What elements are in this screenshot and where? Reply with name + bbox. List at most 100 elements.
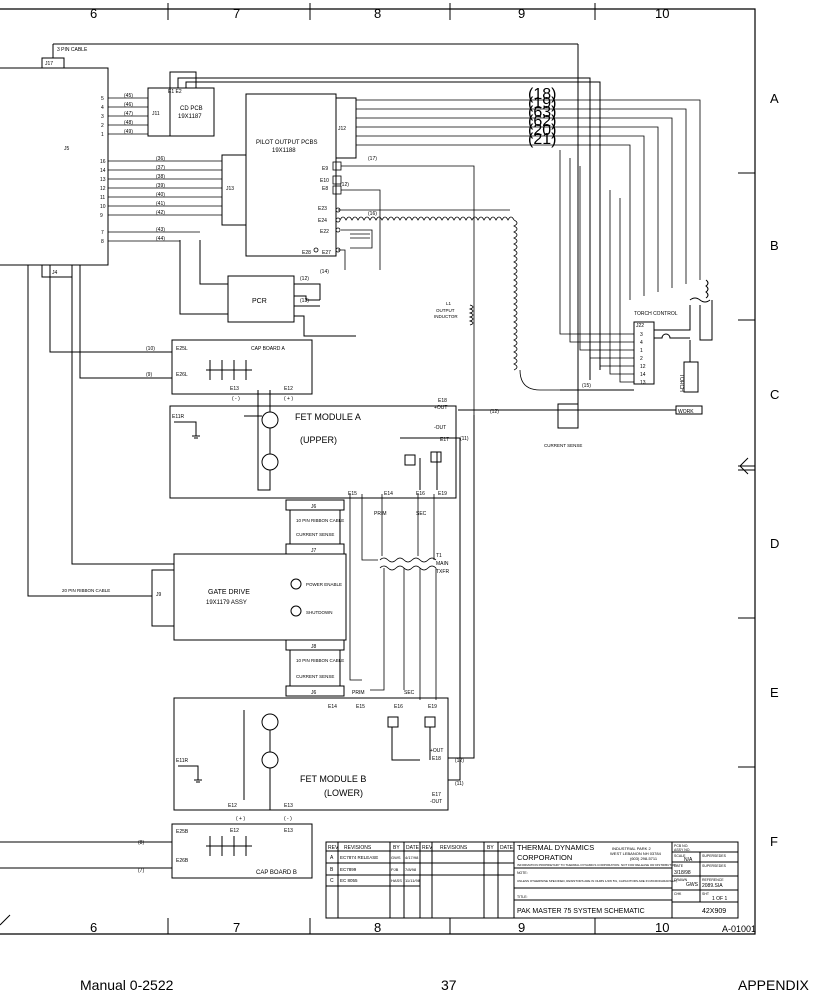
wire-15: (15)	[582, 383, 591, 389]
j22-pin-3: 3	[640, 332, 643, 338]
label-torch-control: TORCH CONTROL	[634, 311, 678, 317]
label-cap-board-b: CAP BOARD B	[256, 870, 297, 876]
label-e26b: E26B	[176, 858, 189, 864]
tb-col-by-2: BY	[487, 845, 494, 851]
wire-j12-j22	[356, 108, 687, 284]
wire-label-j12: (63)	[528, 104, 556, 121]
col-label-6-bottom: 6	[90, 920, 97, 935]
wire-label-j5-bottom: (43)	[156, 227, 165, 233]
tb-notice: INFORMATION PROPRIETARY TO THERMAL DYNAM…	[517, 863, 677, 867]
j5-pin-14: 14	[100, 168, 106, 174]
tb-dwg-no: 42X909	[702, 908, 726, 915]
label-work: WORK	[678, 409, 694, 415]
row-label-c: C	[770, 387, 779, 402]
fet-module-b	[173, 415, 475, 811]
wire-to-j22	[619, 198, 634, 383]
label-l1-desc2: INDUCTOR	[434, 314, 458, 319]
row-label-e: E	[770, 685, 779, 700]
tb-rev-b-by: PJB	[391, 867, 399, 872]
label-e12-b: E12	[228, 803, 237, 809]
tb-col-revisions-2: REVISIONS	[440, 845, 468, 851]
tb-date: 3/18/98	[674, 870, 691, 876]
label-e12-capb: E12	[230, 828, 239, 834]
label-j9: J9	[156, 592, 162, 598]
wire-label-j13: (41)	[156, 201, 165, 207]
label-out-pos-b: +OUT	[430, 748, 443, 754]
label-e16-a: E16	[416, 491, 425, 497]
tb-rev-a-by: GWS	[391, 855, 401, 860]
wire-label-j11: (49)	[124, 129, 133, 135]
wire-11-fetb: (11)	[455, 781, 464, 787]
row-label-d: D	[770, 536, 779, 551]
wire-to-j22	[589, 174, 634, 359]
label-cd-pcb-part: 19X1187	[178, 114, 202, 120]
col-label-9-bottom: 9	[518, 920, 525, 935]
label-e17-a: E17	[440, 437, 449, 443]
label-e14-b: E14	[328, 704, 337, 710]
label-minus-a: ( - )	[232, 396, 240, 402]
gate-drive-board	[27, 265, 347, 641]
wire-j12-j22	[356, 135, 645, 296]
label-e1-e2: E1 E2	[168, 89, 182, 95]
wire-12-pcr: (12)	[300, 276, 309, 282]
wire-label-j12: (62)	[528, 113, 556, 130]
label-e13-a: E13	[230, 386, 239, 392]
j5-pin-12: 12	[100, 186, 106, 192]
j22-pin-4: 4	[640, 340, 643, 346]
footer-page-number: 37	[441, 977, 457, 993]
t1-main-transformer	[349, 494, 437, 700]
tb-address1: INDUSTRIAL PARK 2	[612, 846, 651, 851]
label-e13-capb: E13	[284, 828, 293, 834]
drawing-code: A-01001	[722, 924, 756, 934]
ribbon-j8-j6	[285, 639, 345, 697]
wire-to-j22	[599, 182, 634, 367]
label-j12: J12	[338, 126, 346, 132]
tb-rev-c-by: HASS	[391, 878, 402, 883]
wire-label-j11: (45)	[124, 93, 133, 99]
j5-pin-3: 3	[101, 114, 104, 120]
label-t1-txfr: TXFR	[436, 569, 449, 575]
tb-note-label: NOTE:	[517, 871, 528, 875]
j22-pin-1: 1	[640, 348, 643, 354]
label-j6-bottom: J6	[311, 690, 317, 696]
wire-label-j11: (46)	[124, 102, 133, 108]
label-plus-b: ( + )	[236, 816, 245, 822]
tb-supersedes-label: SUPERSEDES	[702, 854, 727, 858]
title-block	[325, 841, 739, 919]
tb-drawn-label: DRAWN	[674, 878, 688, 882]
label-prim-a: PRIM	[374, 511, 387, 517]
j5-pin-5: 5	[101, 96, 104, 102]
j5-pin-10: 10	[100, 204, 106, 210]
col-label-10: 10	[655, 6, 669, 21]
tb-col-rev: REV	[328, 845, 339, 851]
wire-label-j13: (37)	[156, 165, 165, 171]
label-e17-b: E17	[432, 792, 441, 798]
j5-pin-4: 4	[101, 105, 104, 111]
label-out-pos-a: +OUT	[434, 405, 447, 411]
footer-manual: Manual 0-2522	[80, 977, 174, 993]
label-e24: E24	[318, 218, 327, 224]
label-sec-b: SEC	[404, 690, 415, 696]
label-pilot-pcb-part: 19X1188	[272, 148, 296, 154]
wire-to-j22	[579, 166, 634, 351]
label-e12-a: E12	[284, 386, 293, 392]
tb-pcb-no-label: PCB NO.	[674, 844, 688, 848]
j22-pin-13: 13	[640, 380, 646, 386]
label-e18-b: E18	[432, 756, 441, 762]
label-cap-board-a: CAP BOARD A	[251, 346, 285, 352]
label-fet-a: FET MODULE A	[295, 412, 361, 422]
wire-7: (7)	[138, 868, 144, 874]
tb-sheet: 1 OF 1	[712, 896, 728, 902]
label-e8: E8	[322, 186, 328, 192]
label-e23: E23	[318, 206, 327, 212]
j22-pin-14: 14	[640, 372, 646, 378]
label-current-a: CURRENT SENSE	[296, 532, 334, 537]
label-e25l: E25L	[176, 346, 188, 352]
tb-scale-label: SCALE	[674, 854, 686, 858]
tb-col-date: DATE	[406, 845, 420, 851]
label-power-enable: POWER ENABLE	[306, 582, 342, 587]
label-e16-b: E16	[394, 704, 403, 710]
label-current-sense: CURRENT SENSE	[544, 443, 582, 448]
label-t1-main: MAIN	[436, 561, 449, 567]
tb-chk-label: CHK	[674, 892, 682, 896]
